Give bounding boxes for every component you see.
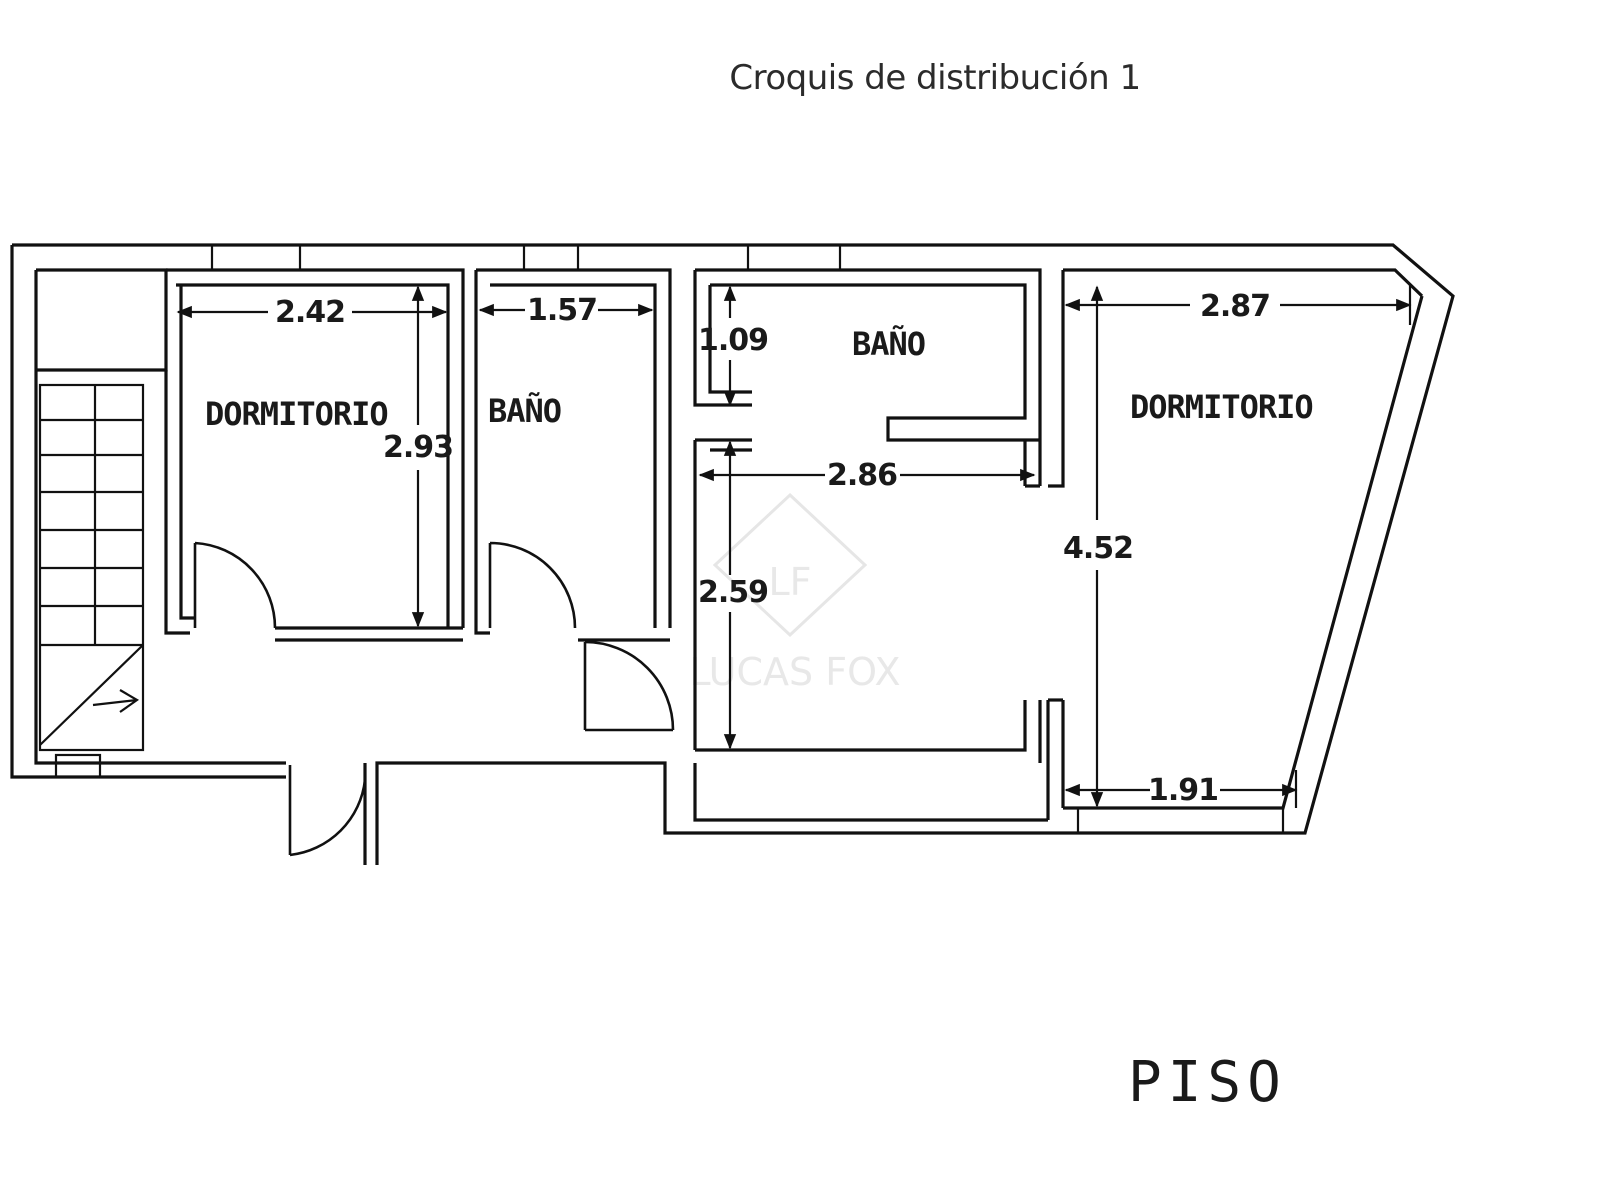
dimension-lines [176, 285, 1412, 808]
dim-label-2-93: 2.93 [383, 430, 453, 465]
page-title: Croquis de distribución 1 [729, 58, 1141, 98]
doors [193, 541, 675, 857]
room-label-dormitorio-right: DORMITORIO [1130, 388, 1313, 426]
watermark-initials: LF [768, 560, 811, 604]
room-label-bano-2: BAÑO [852, 325, 925, 363]
room-label-bano-1: BAÑO [488, 392, 561, 430]
dim-label-2-59: 2.59 [698, 575, 768, 610]
dim-label-2-42: 2.42 [275, 295, 345, 330]
dim-label-2-87: 2.87 [1200, 289, 1270, 324]
door-entrance [288, 765, 367, 857]
staircase [38, 383, 145, 752]
dim-label-1-91: 1.91 [1148, 773, 1218, 808]
dim-label-1-57: 1.57 [527, 293, 597, 328]
dim-label-4-52: 4.52 [1063, 531, 1133, 566]
watermark-name: LUCAS FOX [689, 650, 900, 694]
door-bano-1 [488, 541, 577, 629]
windows [54, 243, 1285, 835]
door-bano-1-lower [583, 640, 675, 732]
floor-label: PISO [1128, 1050, 1287, 1115]
dim-label-1-09: 1.09 [698, 323, 768, 358]
watermark: LF LUCAS FOX [689, 492, 901, 694]
interior-walls [36, 268, 1065, 822]
dim-label-2-86: 2.86 [827, 458, 897, 493]
door-dormitorio-left [193, 541, 277, 629]
room-label-dormitorio-left: DORMITORIO [205, 395, 388, 433]
